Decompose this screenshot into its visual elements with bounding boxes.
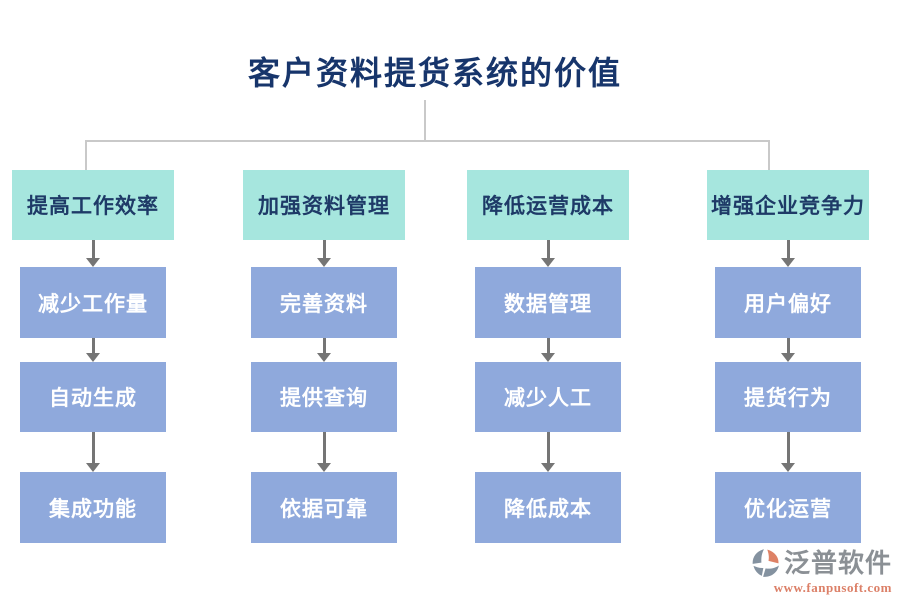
column-work-efficiency: 提高工作效率 减少工作量 自动生成 集成功能 (12, 170, 174, 543)
diagram-node: 用户偏好 (715, 267, 861, 338)
page-title: 客户资料提货系统的价值 (247, 55, 623, 91)
diagram-node: 数据管理 (475, 267, 621, 338)
diagram-node: 提供查询 (251, 362, 397, 432)
brand-row: 泛普软件 (751, 547, 892, 579)
brand-watermark: 泛普软件 www.fanpusoft.com (751, 547, 892, 596)
diagram-node: 优化运营 (715, 472, 861, 543)
column-header: 加强资料管理 (243, 170, 405, 240)
brand-url: www.fanpusoft.com (773, 580, 892, 596)
connector-right-drop (768, 140, 770, 170)
column-competitiveness: 增强企业竞争力 用户偏好 提货行为 优化运营 (707, 170, 869, 543)
down-arrow-icon (317, 432, 331, 472)
down-arrow-icon (541, 240, 555, 267)
down-arrow-icon (781, 338, 795, 362)
brand-name: 泛普软件 (783, 548, 892, 579)
column-data-management: 加强资料管理 完善资料 提供查询 依据可靠 (243, 170, 405, 543)
connector-left-drop (85, 140, 87, 170)
diagram-node: 降低成本 (475, 472, 621, 543)
column-header: 增强企业竞争力 (707, 170, 869, 240)
down-arrow-icon (541, 338, 555, 362)
down-arrow-icon (781, 240, 795, 267)
connector-title-stem (424, 100, 426, 141)
down-arrow-icon (781, 432, 795, 472)
diagram-node: 提货行为 (715, 362, 861, 432)
down-arrow-icon (317, 240, 331, 267)
diagram-node: 自动生成 (20, 362, 166, 432)
column-header: 降低运营成本 (467, 170, 629, 240)
fanpu-logo-icon (751, 547, 781, 579)
column-header: 提高工作效率 (12, 170, 174, 240)
down-arrow-icon (317, 338, 331, 362)
down-arrow-icon (86, 338, 100, 362)
down-arrow-icon (86, 432, 100, 472)
down-arrow-icon (86, 240, 100, 267)
diagram-node: 减少人工 (475, 362, 621, 432)
diagram-node: 完善资料 (251, 267, 397, 338)
down-arrow-icon (541, 432, 555, 472)
connector-horizontal-rail (85, 140, 770, 142)
diagram-node: 集成功能 (20, 472, 166, 543)
diagram-node: 依据可靠 (251, 472, 397, 543)
column-operating-cost: 降低运营成本 数据管理 减少人工 降低成本 (467, 170, 629, 543)
diagram-node: 减少工作量 (20, 267, 166, 338)
